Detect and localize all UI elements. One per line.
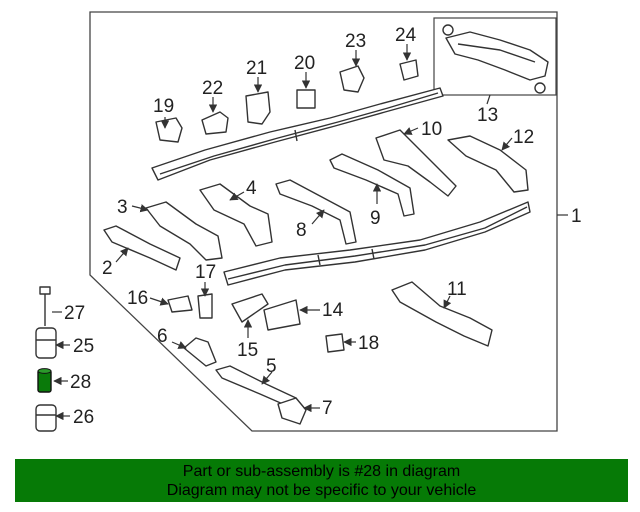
lower-frame-rail — [223, 201, 531, 286]
callout-28: 28 — [70, 372, 91, 393]
callout-15: 15 — [237, 340, 258, 361]
callout-8: 8 — [296, 220, 307, 241]
leader-2 — [115, 247, 129, 263]
info-banner: Part or sub-assembly is #28 in diagram D… — [15, 459, 628, 502]
part-21-bracket — [245, 91, 271, 125]
part-12-crossmember — [447, 135, 529, 193]
banner-line-2: Diagram may not be specific to your vehi… — [166, 482, 477, 499]
assembly-outline — [89, 11, 558, 432]
callout-1: 1 — [571, 206, 582, 227]
callout-22: 22 — [202, 78, 223, 99]
callout-13: 13 — [477, 105, 498, 126]
leader-3 — [131, 204, 149, 213]
part-10-crossmember — [375, 129, 457, 197]
part-3-bracket — [145, 201, 223, 261]
part-2-crossmember — [103, 225, 181, 271]
part-25-cushion — [35, 327, 57, 359]
leader-16 — [149, 297, 169, 306]
callout-12: 12 — [513, 127, 534, 148]
leader-4 — [229, 191, 245, 201]
part-6-bracket — [183, 337, 217, 367]
callout-23: 23 — [345, 31, 366, 52]
part-11-crossmember — [391, 281, 493, 347]
callout-6: 6 — [157, 326, 168, 347]
banner-line-1: Part or sub-assembly is #28 in diagram — [182, 463, 461, 480]
leader-8 — [311, 209, 325, 225]
part-26-cushion — [35, 404, 57, 432]
leader-11 — [443, 295, 452, 309]
upper-frame-rail — [151, 87, 444, 181]
parts-diagram: 1 13 19 22 21 20 23 24 — [35, 11, 582, 432]
part-16-bracket — [167, 295, 193, 313]
part-4-bracket — [199, 183, 273, 247]
part-28-collar — [37, 368, 52, 393]
callout-10: 10 — [421, 119, 442, 140]
leader-10 — [403, 127, 419, 135]
callout-24: 24 — [395, 25, 417, 46]
callout-17: 17 — [195, 262, 216, 283]
callout-2: 2 — [102, 258, 113, 279]
callout-9: 9 — [370, 208, 381, 229]
callout-26: 26 — [73, 407, 94, 428]
part-14-bracket — [263, 299, 301, 331]
callout-7: 7 — [322, 398, 333, 419]
callout-20: 20 — [294, 53, 315, 74]
part-17-bracket — [197, 293, 213, 319]
part-15-bracket — [231, 293, 269, 323]
part-24-bracket — [399, 59, 419, 81]
part-23-bracket — [339, 65, 365, 93]
callout-25: 25 — [73, 336, 94, 357]
part-22-bracket — [201, 111, 229, 135]
part-20-plate — [296, 89, 316, 109]
part-7-bracket — [277, 397, 307, 425]
callout-5: 5 — [266, 356, 277, 377]
part-18-bracket — [325, 333, 345, 353]
callout-19: 19 — [153, 96, 174, 117]
callout-18: 18 — [358, 333, 379, 354]
part-13-crossmember — [442, 24, 549, 94]
callout-16: 16 — [127, 288, 148, 309]
leader-13 — [486, 94, 491, 105]
part-9-crossmember — [329, 153, 415, 217]
part-19-bracket — [155, 117, 183, 143]
callout-27: 27 — [64, 303, 85, 324]
part-8-crossmember — [275, 179, 357, 245]
leader-12 — [501, 137, 513, 151]
callout-14: 14 — [322, 300, 344, 321]
leader-6 — [171, 341, 187, 349]
leader-5 — [261, 371, 273, 385]
callout-21: 21 — [246, 58, 267, 79]
inset-13-box — [433, 17, 557, 96]
callout-4: 4 — [246, 178, 257, 199]
part-27-bolt — [39, 286, 51, 326]
callout-11: 11 — [447, 279, 467, 300]
callout-3: 3 — [117, 197, 128, 218]
